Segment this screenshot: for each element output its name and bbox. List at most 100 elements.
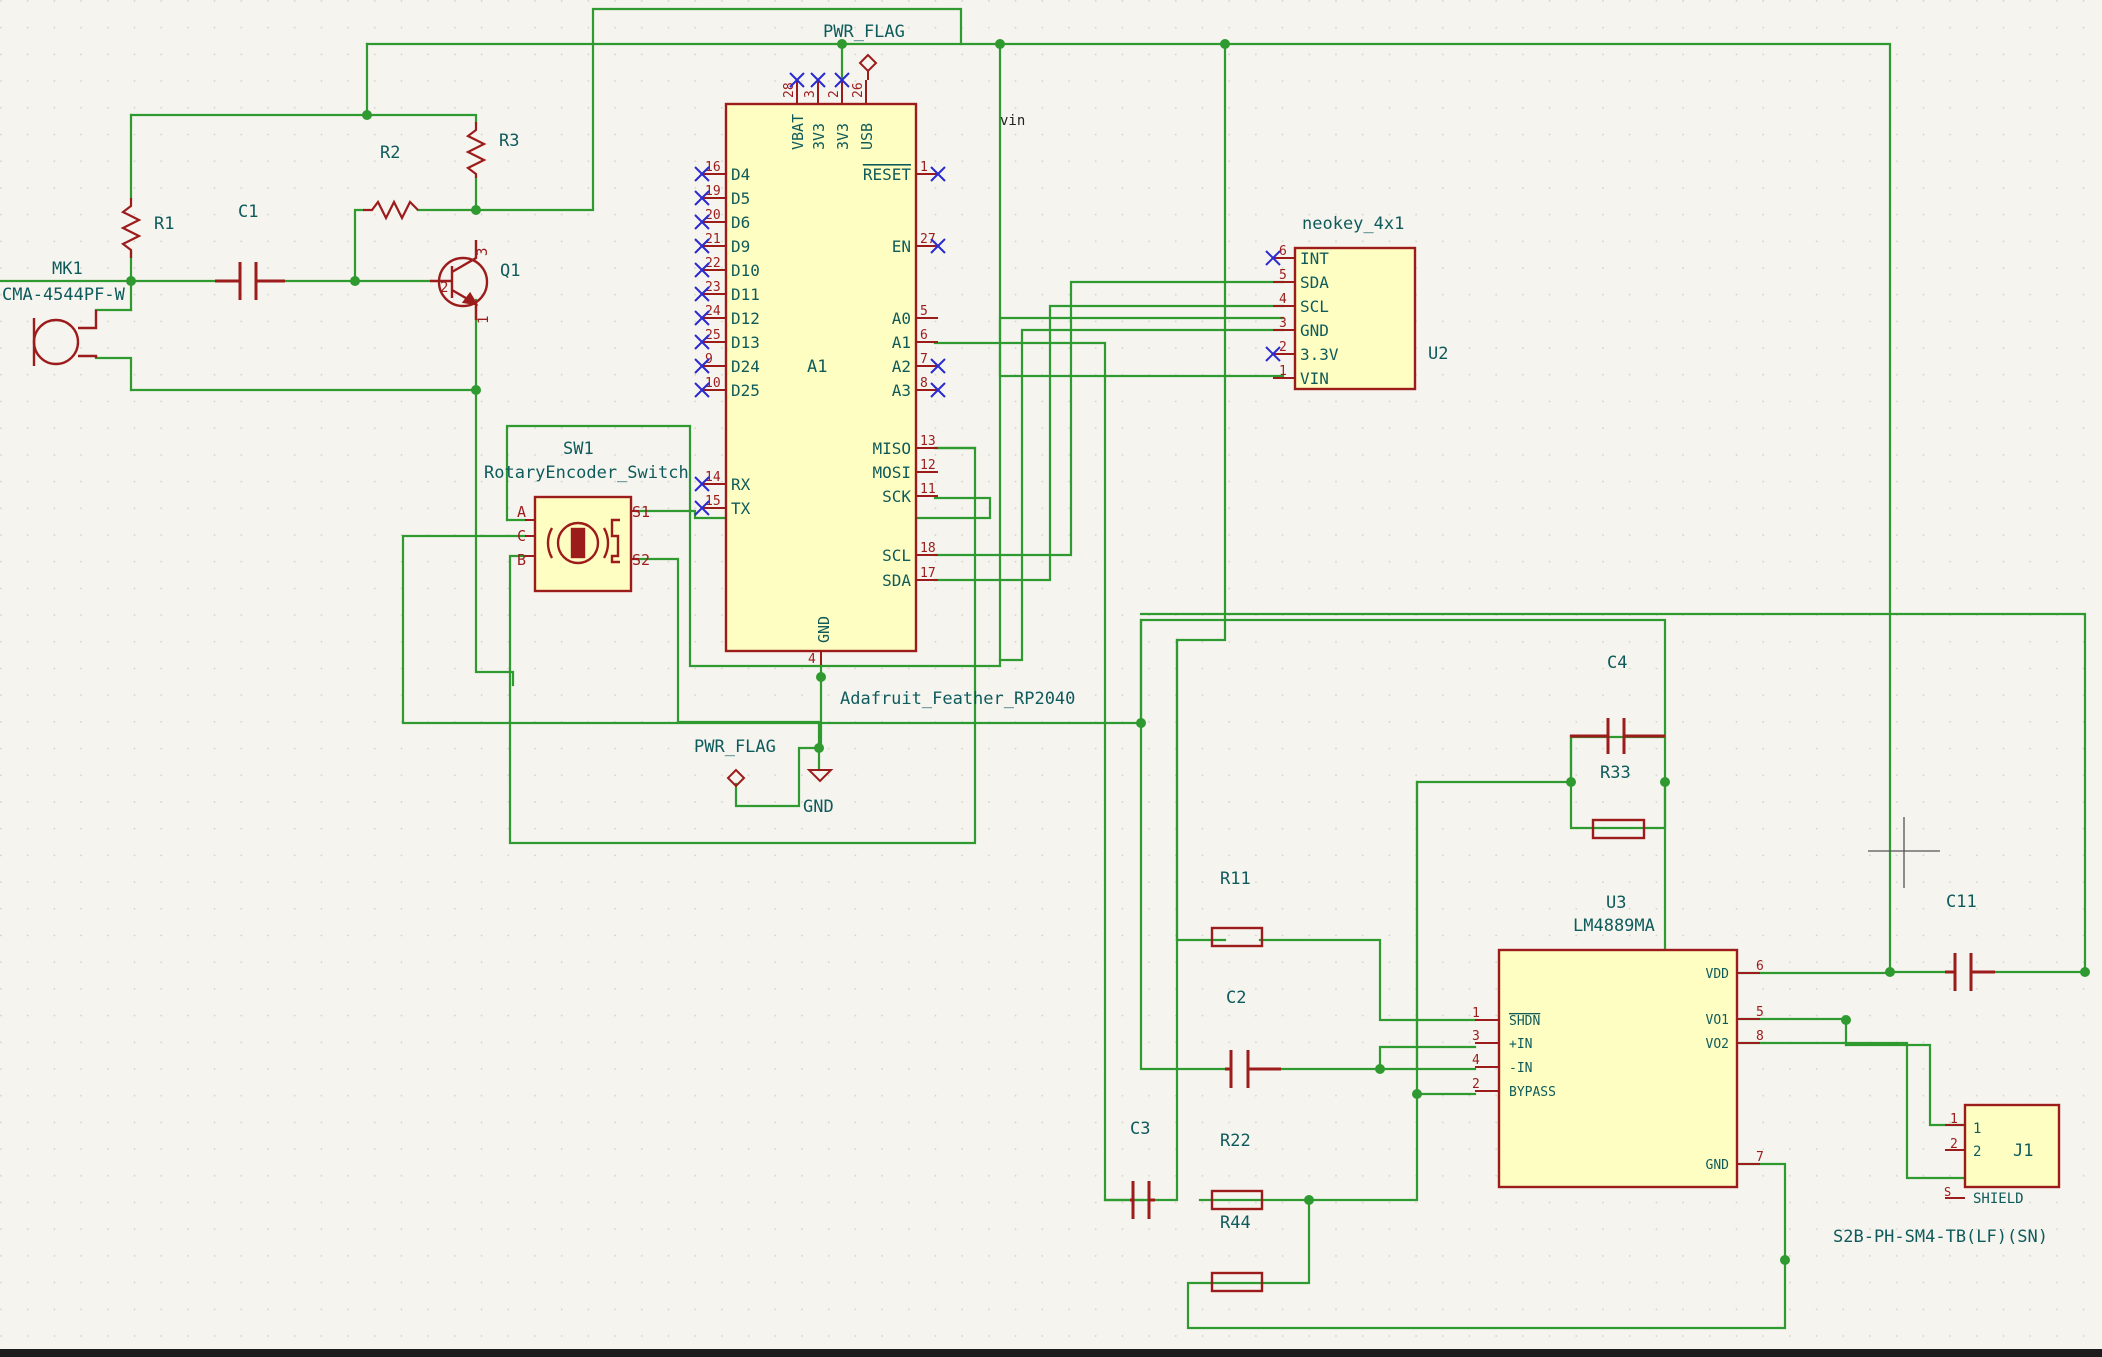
capacitor-c2[interactable]: C2: [1225, 988, 1281, 1088]
a1-left-pin-name: D11: [731, 285, 760, 304]
a1-right-pin-num: 18: [920, 541, 936, 556]
rotary-encoder-sw1[interactable]: A C B S1 S2 SW1 RotaryEncoder_Switch: [484, 439, 689, 593]
a1-pin-4-num: 4: [808, 652, 816, 667]
a1-top-pin-num: 28: [782, 82, 797, 98]
no-connect-icon: [694, 262, 710, 278]
a1-right-pin-num: 27: [920, 232, 936, 247]
u3-right-pin-name: VO1: [1706, 1013, 1729, 1028]
resistor-r1[interactable]: R1: [120, 198, 174, 258]
capacitor-c3[interactable]: C3: [1130, 1119, 1155, 1219]
power-flag-top[interactable]: PWR_FLAG: [823, 22, 905, 80]
u3-right-pin-num: 7: [1756, 1150, 1764, 1165]
a1-left-pin-num: 24: [705, 304, 721, 319]
u2-value: neokey_4x1: [1302, 214, 1404, 234]
resistor-r3[interactable]: R3: [465, 122, 519, 178]
r44-ref: R44: [1220, 1213, 1251, 1233]
a1-right-pin-name: SCL: [882, 546, 911, 565]
a1-right-pin-name: SDA: [882, 571, 911, 590]
u3-right-pin-name: GND: [1706, 1158, 1730, 1173]
a1-left-pin-num: 14: [705, 470, 721, 485]
a1-right-pin-num: 5: [920, 304, 928, 319]
no-connect-icon: [694, 310, 710, 326]
resistor-r33[interactable]: R33: [1591, 763, 1646, 840]
a1-ref: A1: [807, 357, 827, 377]
a1-right-pin-num: 7: [920, 352, 928, 367]
c2-ref: C2: [1226, 988, 1246, 1008]
microphone-mk1[interactable]: MK1 CMA-4544PF-W: [2, 259, 126, 366]
no-connect-icon: [694, 334, 710, 350]
junctions: [126, 39, 2090, 1265]
power-flag-bottom[interactable]: PWR_FLAG: [694, 737, 776, 788]
no-connect-icon: [834, 72, 850, 88]
resistor-r11[interactable]: R11: [1210, 869, 1264, 948]
sw1-pin-c: C: [517, 527, 526, 545]
no-connect-icon: [810, 72, 826, 88]
capacitor-c1[interactable]: C1: [215, 202, 285, 300]
capacitor-c4[interactable]: C4: [1570, 653, 1665, 754]
u2-pin-name: VIN: [1300, 369, 1329, 388]
no-connect-icon: [694, 358, 710, 374]
a1-left-pin-num: 19: [705, 184, 721, 199]
resistor-r22[interactable]: R22: [1210, 1131, 1264, 1211]
a1-top-pin-num: 2: [827, 90, 842, 98]
encoder-icon: [546, 518, 620, 565]
u2-pin-num: 5: [1279, 268, 1287, 283]
a1-left-pin-num: 10: [705, 376, 721, 391]
no-connect-icon: [694, 214, 710, 230]
sw1-pin-s1: S1: [632, 503, 650, 521]
u2-pin-num: 2: [1279, 340, 1287, 355]
a1-left-pin-name: D25: [731, 381, 760, 400]
a1-right-pin-num: 11: [920, 482, 936, 497]
a1-right-pin-num: 1: [920, 160, 928, 175]
j1-pin-1-name: 1: [1973, 1121, 1981, 1137]
a1-left-pin-name: RX: [731, 475, 751, 494]
a1-left-pin-name: D4: [731, 165, 750, 184]
gnd-symbol[interactable]: GND: [803, 769, 834, 817]
connector-j1[interactable]: 1 2 S 1 2 SHIELD J1 S2B-PH-SM4-TB(LF)(SN…: [1833, 1103, 2061, 1247]
u2-pin-num: 6: [1279, 244, 1287, 259]
mk1-value: CMA-4544PF-W: [2, 285, 126, 305]
q1-ref: Q1: [500, 261, 520, 281]
q1-pin-3: 3: [475, 248, 491, 256]
u2-pin-name: INT: [1300, 249, 1329, 268]
capacitor-c11[interactable]: C11: [1945, 892, 1995, 991]
transistor-q1[interactable]: 2 3 1 Q1: [430, 240, 520, 324]
sw1-value: RotaryEncoder_Switch: [484, 463, 689, 483]
u3-left-pin-num: 1: [1472, 1006, 1480, 1021]
no-connect-icon: [694, 190, 710, 206]
no-connect-icon: [694, 476, 710, 492]
u2-pin-name: SDA: [1300, 273, 1329, 292]
u3-right-pin-num: 5: [1756, 1005, 1764, 1020]
r3-ref: R3: [499, 131, 519, 151]
gnd-label: GND: [803, 797, 834, 817]
a1-right-pin-num: 12: [920, 458, 936, 473]
a1-right-pin-name: A1: [892, 333, 911, 352]
r2-ref: R2: [380, 143, 400, 163]
q1-pin-2: 2: [440, 280, 448, 296]
no-connect-icon: [1265, 346, 1281, 362]
a1-top-pin-name: VBAT: [789, 114, 807, 150]
u3-left-pin-num: 2: [1472, 1077, 1480, 1092]
sw1-ref: SW1: [563, 439, 594, 459]
q1-pin-1: 1: [476, 316, 492, 324]
resistor-r2[interactable]: R2: [363, 143, 419, 221]
a1-right-pin-name: EN: [892, 237, 911, 256]
u2-pin-name: 3.3V: [1300, 345, 1339, 364]
r1-ref: R1: [154, 214, 174, 234]
no-connect-icon: [694, 382, 710, 398]
u3-left-pin-name: SHDN: [1509, 1014, 1540, 1029]
wires: [0, 7, 2087, 1330]
resistor-r44[interactable]: R44: [1210, 1213, 1264, 1293]
a1-value: Adafruit_Feather_RP2040: [840, 689, 1075, 709]
no-connect-icon: [930, 358, 946, 374]
u2-pin-num: 3: [1279, 316, 1287, 331]
a1-left-pin-name: D6: [731, 213, 750, 232]
u3-left-pin-name: -IN: [1509, 1061, 1532, 1076]
u2-pin-name: GND: [1300, 321, 1329, 340]
a1-right-pin-name: MISO: [872, 439, 911, 458]
j1-pin-2-name: 2: [1973, 1144, 1981, 1160]
